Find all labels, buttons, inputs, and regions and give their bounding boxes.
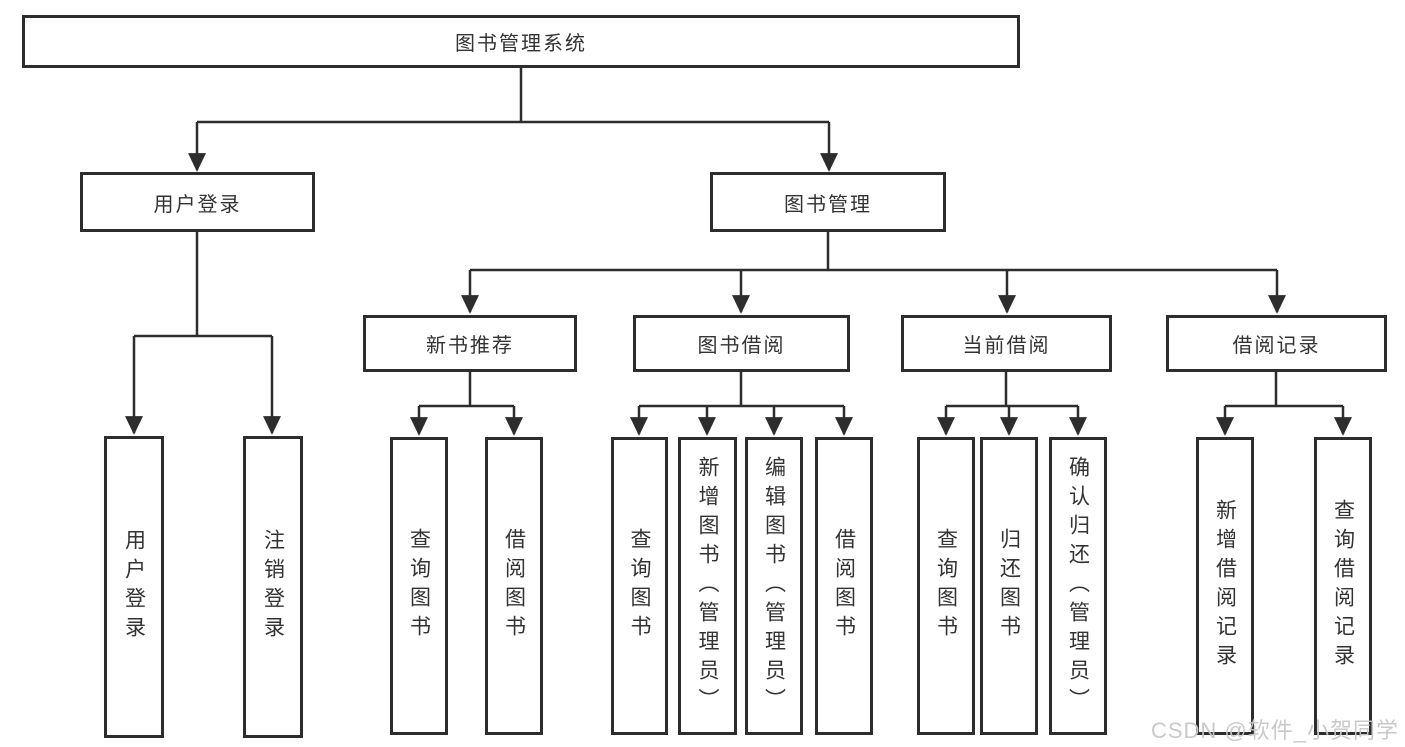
leaf-borrow-query-books: 查询图书 (611, 437, 668, 735)
node-borrow-records: 借阅记录 (1166, 315, 1387, 372)
leaf-recommend-query-books: 查询图书 (390, 437, 448, 735)
leaf-logout: 注销登录 (243, 436, 303, 738)
leaf-confirm-return-admin: 确认归还（管理员） (1049, 437, 1107, 735)
leaf-borrow-query-books-label: 查询图书 (628, 528, 651, 644)
node-user-login: 用户登录 (80, 172, 315, 232)
leaf-current-query-books: 查询图书 (917, 437, 975, 735)
node-new-book-recommend-label: 新书推荐 (426, 335, 514, 357)
leaf-current-query-books-label: 查询图书 (934, 528, 958, 644)
node-root: 图书管理系统 (22, 15, 1020, 68)
leaf-confirm-return-admin-label: 确认归还（管理员） (1066, 455, 1090, 717)
leaf-logout-label: 注销登录 (261, 529, 285, 645)
node-current-borrow: 当前借阅 (901, 315, 1112, 372)
leaf-borrow-book-label: 借阅图书 (832, 528, 856, 644)
leaf-query-borrow-record: 查询借阅记录 (1314, 437, 1372, 735)
leaf-query-borrow-record-label: 查询借阅记录 (1331, 499, 1355, 673)
leaf-edit-book-admin-label: 编辑图书（管理员） (762, 455, 786, 717)
leaf-borrow-book: 借阅图书 (815, 437, 873, 735)
node-book-borrow-label: 图书借阅 (697, 335, 786, 357)
connector-book-borrow-to-leaves (630, 372, 853, 436)
node-root-label: 图书管理系统 (455, 33, 587, 55)
leaf-edit-book-admin: 编辑图书（管理员） (745, 437, 803, 735)
connector-book-management-to-level3 (461, 232, 1286, 314)
leaf-recommend-borrow-books: 借阅图书 (485, 437, 543, 735)
leaf-return-book: 归还图书 (980, 437, 1038, 735)
connector-current-borrow-to-leaves (937, 372, 1087, 436)
connector-new-book-recommend-to-leaves (410, 372, 523, 436)
leaf-user-login: 用户登录 (104, 436, 164, 738)
node-borrow-records-label: 借阅记录 (1232, 335, 1321, 357)
leaf-add-book-admin: 新增图书（管理员） (678, 437, 737, 735)
leaf-return-book-label: 归还图书 (997, 528, 1021, 644)
node-book-management: 图书管理 (710, 172, 946, 232)
watermark: CSDN @软件_小贺同学 (1150, 718, 1399, 743)
connector-borrow-records-to-leaves (1216, 372, 1352, 436)
leaf-user-login-label: 用户登录 (122, 529, 146, 645)
node-current-borrow-label: 当前借阅 (962, 335, 1051, 357)
node-book-borrow: 图书借阅 (633, 315, 850, 372)
node-new-book-recommend: 新书推荐 (363, 315, 577, 372)
leaf-recommend-query-books-label: 查询图书 (407, 528, 431, 644)
leaf-add-borrow-record: 新增借阅记录 (1196, 437, 1254, 735)
leaf-add-borrow-record-label: 新增借阅记录 (1213, 499, 1237, 673)
connector-user-login-to-leaves (125, 232, 281, 435)
node-user-login-label: 用户登录 (153, 193, 242, 216)
connector-root-to-level2 (188, 68, 838, 172)
leaf-recommend-borrow-books-label: 借阅图书 (502, 528, 526, 644)
leaf-add-book-admin-label: 新增图书（管理员） (696, 455, 719, 717)
node-book-management-label: 图书管理 (784, 193, 872, 216)
